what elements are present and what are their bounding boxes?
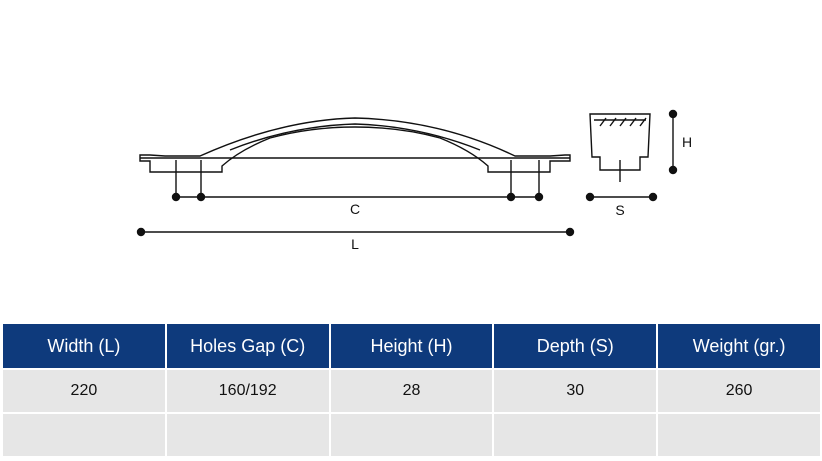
- dimension-line-l: [136, 227, 575, 237]
- handle-end-view: [589, 113, 651, 182]
- cell-empty: [330, 414, 493, 456]
- header-weight: Weight (gr.): [658, 324, 820, 368]
- dimension-label-h: H: [682, 134, 692, 150]
- dimension-label-s: S: [615, 202, 624, 218]
- handle-dimension-drawing: C L H S: [136, 109, 692, 252]
- cell-weight: 260: [658, 370, 820, 412]
- dimension-label-c: C: [350, 201, 360, 217]
- table-row: [3, 414, 820, 456]
- cell-depth: 30: [494, 370, 657, 412]
- dimension-line-s: [585, 192, 658, 202]
- cell-width: 220: [3, 370, 165, 412]
- cell-holes-gap: 160/192: [166, 370, 329, 412]
- dimension-label-l: L: [351, 236, 359, 252]
- spec-table: Width (L) Holes Gap (C) Height (H) Depth…: [1, 322, 822, 458]
- cell-empty: [494, 414, 657, 456]
- header-width: Width (L): [3, 324, 165, 368]
- cell-empty: [166, 414, 329, 456]
- cell-empty: [658, 414, 820, 456]
- handle-side-view: [139, 117, 571, 196]
- header-holes-gap: Holes Gap (C): [166, 324, 329, 368]
- dimension-line-c: [171, 192, 544, 202]
- dimension-line-h: [668, 109, 678, 175]
- table-row: 220 160/192 28 30 260: [3, 370, 820, 412]
- cell-empty: [3, 414, 165, 456]
- cell-height: 28: [330, 370, 493, 412]
- header-depth: Depth (S): [494, 324, 657, 368]
- table-header-row: Width (L) Holes Gap (C) Height (H) Depth…: [3, 324, 820, 368]
- header-height: Height (H): [330, 324, 493, 368]
